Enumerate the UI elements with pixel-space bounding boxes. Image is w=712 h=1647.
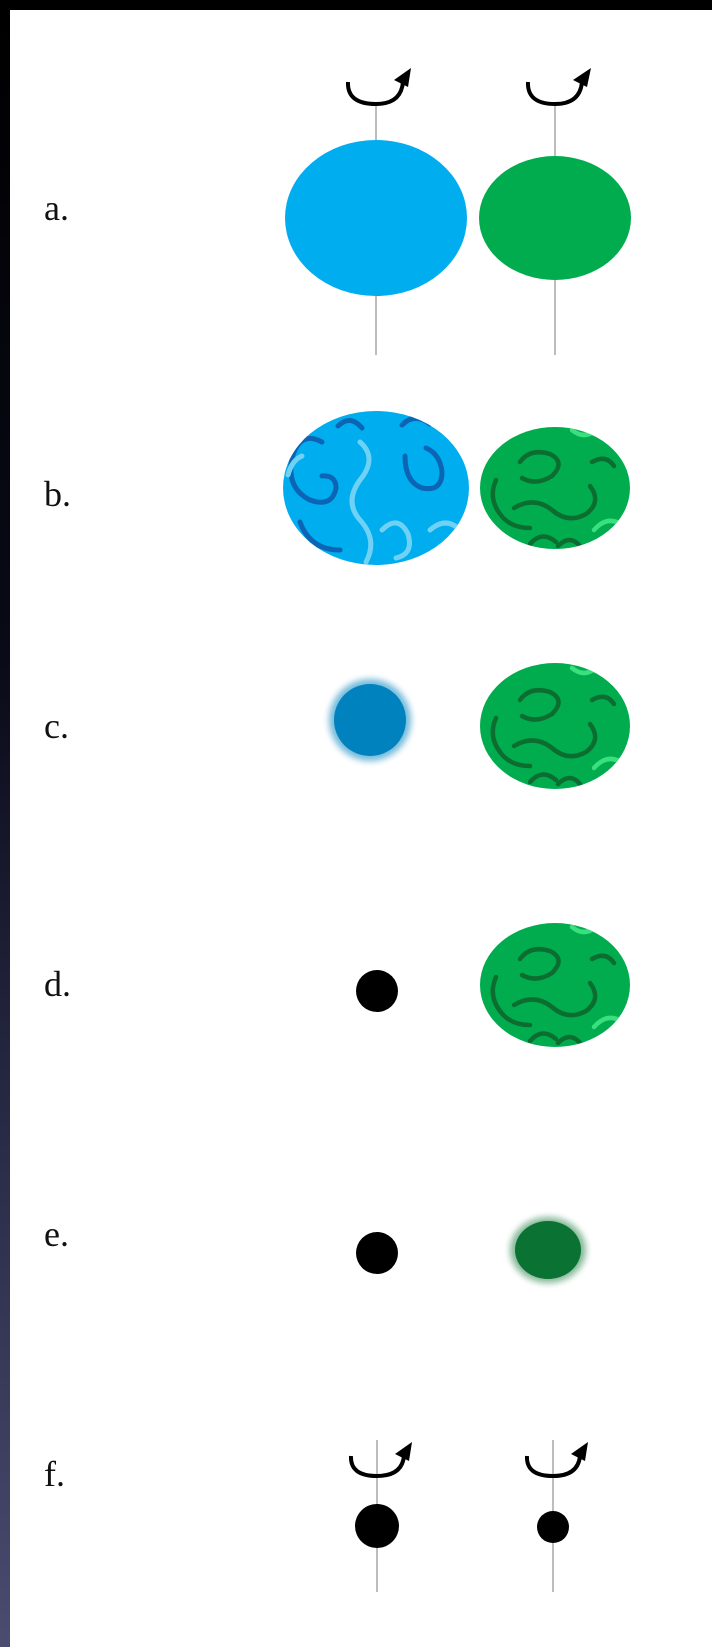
row-e: e. xyxy=(44,1214,586,1283)
rotation-arrow-icon xyxy=(524,1442,588,1479)
body-b-right xyxy=(480,427,630,549)
row-c: c. xyxy=(44,663,630,789)
figure-panel: a. b. xyxy=(10,10,712,1647)
row-d: d. xyxy=(44,923,630,1047)
body-d-right xyxy=(480,923,630,1047)
row-f: f. xyxy=(44,1440,588,1592)
row-label-c: c. xyxy=(44,706,69,746)
diagram-canvas: a. b. xyxy=(44,68,631,1592)
row-label-d: d. xyxy=(44,964,71,1004)
rotation-arrow-icon xyxy=(345,68,411,107)
body-a-left xyxy=(285,140,467,296)
rotation-arrow-icon xyxy=(525,68,591,107)
row-label-a: a. xyxy=(44,188,69,228)
body-a-right xyxy=(479,156,631,280)
body-f-right xyxy=(537,1511,569,1543)
row-label-e: e. xyxy=(44,1214,69,1254)
row-label-f: f. xyxy=(44,1454,65,1494)
body-d-left xyxy=(356,970,398,1012)
body-e-right xyxy=(510,1217,586,1283)
body-b-left xyxy=(283,411,469,565)
body-c-right xyxy=(480,663,630,789)
body-c-left xyxy=(329,679,411,761)
row-a: a. xyxy=(44,68,631,355)
row-b: b. xyxy=(44,411,630,565)
row-label-b: b. xyxy=(44,474,71,514)
rotation-arrow-icon xyxy=(348,1442,412,1479)
body-f-left xyxy=(355,1504,399,1548)
body-e-left xyxy=(356,1232,398,1274)
